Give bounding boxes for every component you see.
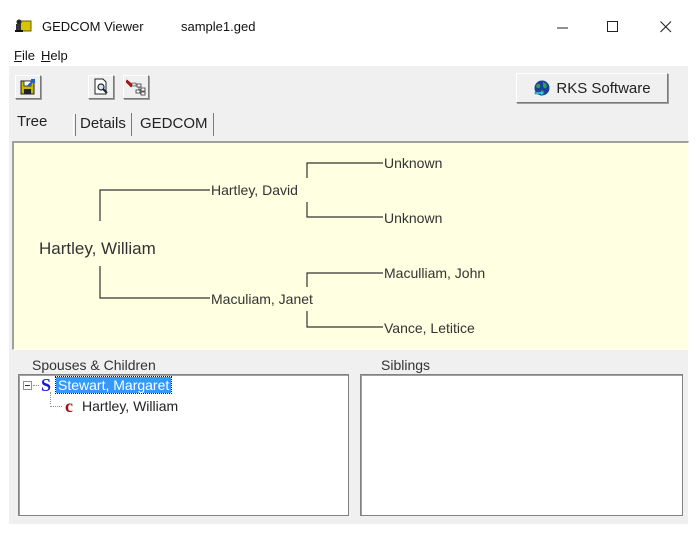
- menu-file[interactable]: File: [14, 48, 35, 63]
- menu-bar: File Help: [0, 44, 696, 66]
- window-file-title: sample1.ged: [181, 19, 256, 34]
- tab-gedcom[interactable]: GEDCOM: [135, 113, 214, 136]
- tree-connector: [33, 384, 39, 386]
- pedigree-chart-icon: [126, 79, 146, 96]
- tab-gedcom-label: GEDCOM: [140, 115, 208, 132]
- menu-file-rest: ile: [21, 48, 35, 63]
- maximize-button[interactable]: [590, 12, 636, 42]
- person-father[interactable]: Hartley, David: [211, 182, 298, 198]
- child-tag-icon: c: [65, 396, 73, 416]
- tab-details[interactable]: Details: [75, 113, 132, 136]
- close-button[interactable]: [643, 12, 689, 42]
- rks-software-label: RKS Software: [556, 79, 651, 97]
- child-name[interactable]: Hartley, William: [82, 398, 179, 414]
- person-root[interactable]: Hartley, William: [39, 239, 156, 258]
- client-area: RKS Software Tree Details GEDCOM: [9, 66, 689, 524]
- preview-icon: [94, 78, 108, 95]
- siblings-list[interactable]: [360, 374, 683, 516]
- save-button[interactable]: [15, 75, 41, 99]
- minimize-icon: [557, 27, 568, 29]
- app-icon: [15, 18, 32, 33]
- menu-help-accel: H: [41, 48, 51, 63]
- tab-divider: [73, 114, 74, 136]
- title-bar: GEDCOM Viewer sample1.ged: [0, 0, 696, 42]
- person-maternal-grandmother[interactable]: Vance, Letitice: [384, 320, 475, 336]
- person-mother[interactable]: Maculiam, Janet: [211, 291, 313, 307]
- save-icon: [20, 79, 35, 95]
- tree-item-spouse[interactable]: S Stewart, Margaret: [23, 375, 173, 395]
- window-title: GEDCOM Viewer: [42, 19, 144, 34]
- spouses-children-label: Spouses & Children: [32, 357, 156, 373]
- tab-tree[interactable]: Tree: [9, 109, 56, 137]
- menu-file-accel: F: [14, 48, 22, 63]
- tab-details-label: Details: [80, 115, 126, 132]
- pedigree-tree-panel: Hartley, William Hartley, David Maculiam…: [12, 141, 689, 350]
- spouse-name[interactable]: Stewart, Margaret: [54, 376, 173, 394]
- tab-tree-label: Tree: [17, 113, 48, 130]
- tab-strip: Tree Details GEDCOM: [9, 109, 688, 137]
- spouse-tag-icon: S: [40, 375, 51, 395]
- minimize-button[interactable]: [540, 12, 586, 42]
- person-maternal-grandfather[interactable]: Maculliam, John: [384, 265, 486, 281]
- print-preview-button[interactable]: [88, 75, 114, 99]
- chart-button[interactable]: [123, 75, 149, 99]
- siblings-label: Siblings: [381, 357, 431, 373]
- person-paternal-grandfather[interactable]: Unknown: [384, 155, 443, 171]
- close-icon: [660, 21, 672, 33]
- maximize-icon: [607, 21, 618, 32]
- spouses-children-tree[interactable]: S Stewart, Margaret c Hartley, William: [18, 374, 349, 516]
- collapse-icon[interactable]: [23, 380, 32, 390]
- menu-help[interactable]: Help: [41, 48, 68, 63]
- tree-connector: [50, 405, 62, 407]
- rks-software-button[interactable]: RKS Software: [516, 73, 668, 103]
- pedigree-connector-lines: [99, 162, 383, 328]
- tab-divider: [75, 114, 76, 136]
- menu-help-rest: elp: [50, 48, 68, 63]
- person-paternal-grandmother[interactable]: Unknown: [384, 210, 443, 226]
- globe-icon: [534, 80, 550, 97]
- tree-connector: [50, 392, 51, 404]
- tree-item-child[interactable]: c Hartley, William: [50, 396, 180, 416]
